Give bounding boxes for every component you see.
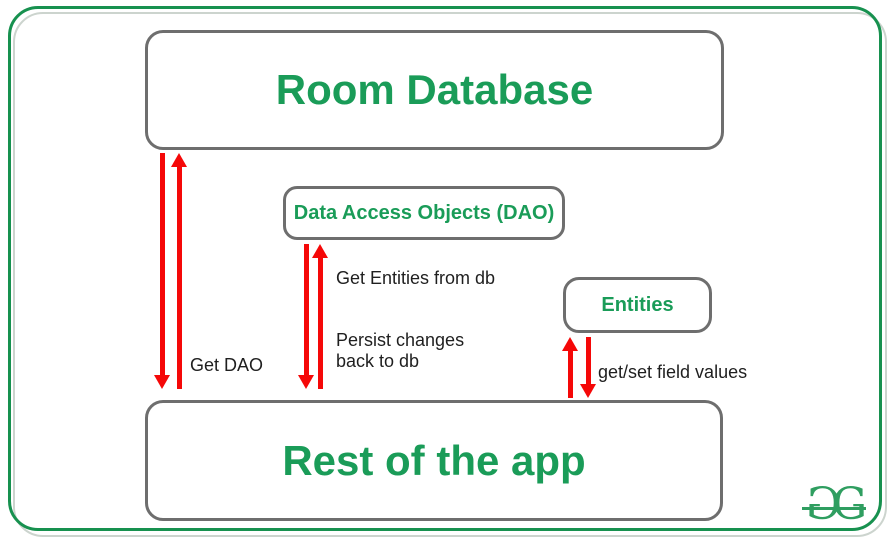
entities-box: Entities <box>563 277 712 333</box>
logo-crossbar <box>802 507 866 510</box>
dao-box: Data Access Objects (DAO) <box>283 186 565 240</box>
edge-label-get-dao: Get DAO <box>190 355 264 375</box>
entities-label: Entities <box>601 293 674 316</box>
arrow-down-roomdb-to-app-icon <box>154 153 170 389</box>
room-database-label: Room Database <box>275 66 594 113</box>
arrow-down-dao-to-app-icon <box>298 244 314 389</box>
rest-of-app-box: Rest of the app <box>145 400 723 521</box>
logo-letter-g: G <box>832 479 868 530</box>
edge-label-persist-changes: Persist changes back to db <box>336 330 465 371</box>
arrow-up-app-to-entities-icon <box>562 337 578 398</box>
arrow-down-entities-to-app-icon <box>580 337 596 398</box>
rest-of-app-label: Rest of the app <box>282 436 586 484</box>
edge-label-get-entities: Get Entities from db <box>336 268 496 288</box>
dao-label: Data Access Objects (DAO) <box>293 201 555 224</box>
outer-frame-shadow <box>13 12 887 537</box>
arrow-up-app-to-dao-icon <box>312 244 328 389</box>
edge-label-get-set-fields: get/set field values <box>598 362 748 382</box>
room-database-box: Room Database <box>145 30 724 150</box>
outer-frame <box>8 6 882 531</box>
arrow-up-app-to-roomdb-icon <box>171 153 187 389</box>
geeksforgeeks-logo-icon: G G <box>802 479 868 530</box>
